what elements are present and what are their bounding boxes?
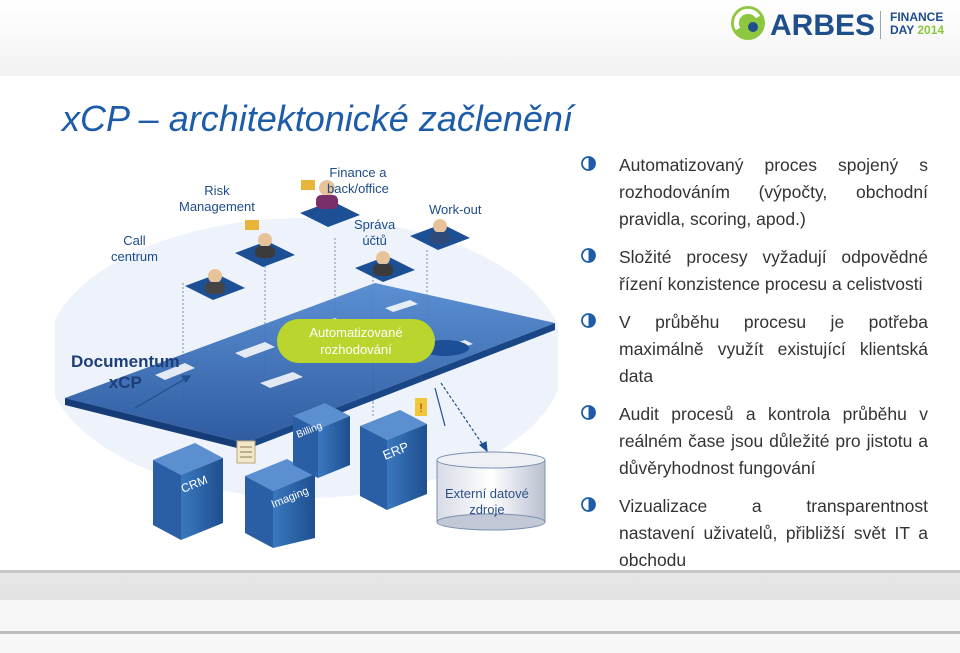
warning-icon: ! <box>415 398 427 416</box>
bullet-icon <box>581 156 596 171</box>
risk-management-text: Risk Management <box>179 183 255 214</box>
logo-event-line2: DAY <box>890 23 915 37</box>
call-center-label: Call centrum <box>111 233 158 265</box>
arrows <box>134 375 488 453</box>
svg-text:!: ! <box>419 401 422 415</box>
logo-event: FINANCE DAY 2014 <box>890 11 944 37</box>
platform <box>65 283 555 443</box>
arbes-logo: ARBES FINANCE DAY 2014 <box>730 5 960 45</box>
bullet-icon <box>581 313 596 328</box>
footer-background <box>0 600 960 653</box>
document-icon <box>236 440 256 464</box>
external-sources-label: Externí datové zdroje <box>445 486 529 518</box>
arbes-logo-icon <box>731 6 765 40</box>
bullet-text: Vizualizace a transparentnost nastavení … <box>619 496 928 570</box>
page-title: xCP – architektonické začlenění <box>62 98 573 139</box>
finance-back-office-label: Finance a back/office <box>327 165 389 197</box>
logo-event-year: 2014 <box>917 23 945 37</box>
logo-brand: ARBES <box>770 9 876 42</box>
work-out-label: Work-out <box>429 202 482 217</box>
server-stacks <box>153 403 427 548</box>
bullet-text: Složité procesy vyžadují odpovědné řízen… <box>619 247 928 294</box>
people-figures <box>205 180 450 294</box>
bullet-text: Automatizovaný proces spojený s rozhodov… <box>619 155 928 229</box>
bullet-icon <box>581 248 596 263</box>
account-management-text: Správa účtů <box>354 217 396 248</box>
header-background <box>0 0 960 76</box>
bullet-text: Audit procesů a kontrola průběhu v reáln… <box>619 404 928 478</box>
documentum-text: Documentum xCP <box>71 352 180 392</box>
logo-event-line1: FINANCE <box>890 10 944 24</box>
automated-decision-badge: Automatizované rozhodování <box>277 319 435 363</box>
bullet-item: Audit procesů a kontrola průběhu v reáln… <box>581 401 928 482</box>
automated-decision-text: Automatizované rozhodování <box>309 325 403 357</box>
bullet-item: V průběhu procesu je potřeba maximálně v… <box>581 309 928 390</box>
external-sources-text: Externí datové zdroje <box>445 486 529 517</box>
bullet-item: Vizualizace a transparentnost nastavení … <box>581 493 928 574</box>
bullet-item: Automatizovaný proces spojený s rozhodov… <box>581 152 928 233</box>
account-management-label: Správa účtů <box>354 217 395 249</box>
footer-line <box>0 631 960 634</box>
finance-back-office-text: Finance a back/office <box>327 165 389 196</box>
bullet-icon <box>581 405 596 420</box>
external-sources-cylinder <box>436 451 546 531</box>
folder-icons <box>245 180 315 230</box>
bullet-item: Složité procesy vyžadují odpovědné řízen… <box>581 244 928 298</box>
documentum-label: Documentum xCP <box>71 351 180 393</box>
bullet-text: V průběhu procesu je potřeba maximálně v… <box>619 312 928 386</box>
logo-separator <box>880 11 881 39</box>
architecture-diagram: ! CRM Imaging Billing ERP Call centrum R… <box>55 158 558 548</box>
risk-management-label: Risk Management <box>179 183 255 215</box>
bullet-icon <box>581 497 596 512</box>
call-center-text: Call centrum <box>111 233 158 264</box>
bullet-list: Automatizovaný proces spojený s rozhodov… <box>581 152 928 574</box>
